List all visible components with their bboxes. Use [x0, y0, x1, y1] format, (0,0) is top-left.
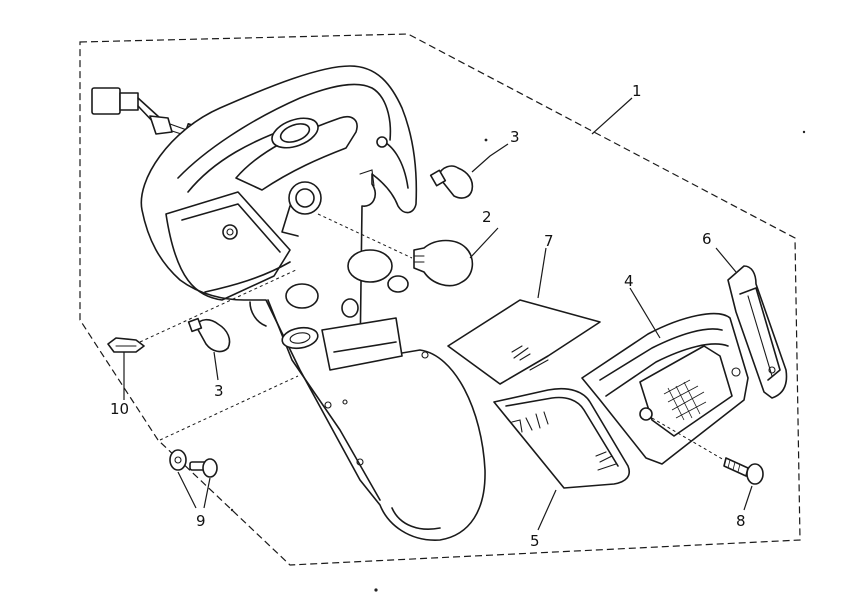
tail-light-housing [140, 65, 486, 541]
fastener-set [159, 375, 299, 478]
tail-lens [493, 387, 630, 489]
stray-dot [802, 130, 806, 134]
bulb-upper-right [359, 165, 474, 199]
screw-part [651, 417, 764, 485]
callout-7: 7 [544, 232, 554, 250]
stray-dot [374, 588, 378, 592]
lens-housing [581, 312, 749, 465]
callout-2: 2 [482, 208, 492, 226]
callout-4: 4 [624, 272, 634, 290]
callout-6: 6 [702, 230, 712, 248]
clip-part [107, 269, 297, 353]
assembly-boundary [79, 33, 801, 566]
callout-8: 8 [736, 512, 746, 530]
callout-labels: 1 2 3 3 4 5 6 7 8 9 10 [110, 82, 746, 550]
side-reflector [727, 265, 788, 399]
bulb-large [317, 213, 474, 287]
callout-3-lower: 3 [214, 382, 224, 400]
bulb-lower-left [187, 317, 231, 353]
stray-dot [230, 508, 234, 512]
gasket-sheet [447, 299, 601, 385]
callout-3-upper: 3 [510, 128, 520, 146]
callout-10: 10 [110, 400, 129, 418]
callout-5: 5 [530, 532, 540, 550]
callout-9: 9 [196, 512, 206, 530]
stray-dot [484, 138, 488, 142]
leader-lines [123, 97, 753, 531]
callout-1: 1 [632, 82, 642, 100]
